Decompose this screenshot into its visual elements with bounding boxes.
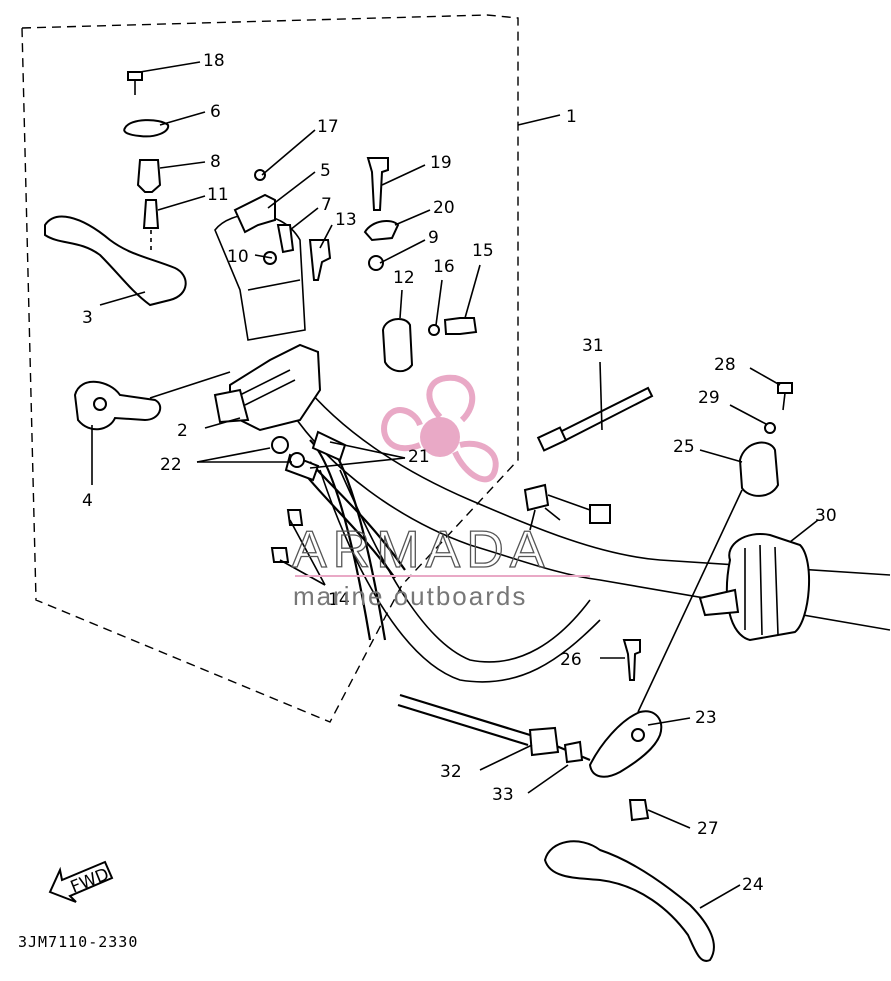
washer (764, 422, 776, 434)
fwd-arrow-label: FWD (68, 864, 112, 897)
label-2: 2 (177, 421, 188, 441)
label-33: 33 (492, 785, 514, 805)
switch-connector (523, 483, 611, 531)
label-31: 31 (582, 336, 604, 356)
label-29: 29 (698, 388, 720, 408)
label-18: 18 (203, 51, 225, 71)
label-21: 21 (408, 447, 430, 467)
switch-housing (698, 533, 810, 642)
part-labels: 18 6 8 11 17 5 7 10 13 19 20 9 12 16 15 … (82, 51, 837, 895)
label-25: 25 (673, 437, 695, 457)
leader-lines (91, 61, 819, 909)
label-6: 6 (210, 102, 221, 122)
clamp (738, 441, 780, 497)
brake-hose (284, 430, 406, 641)
label-23: 23 (695, 708, 717, 728)
label-8: 8 (210, 152, 221, 172)
label-27: 27 (697, 819, 719, 839)
lever-holder (73, 380, 162, 431)
clutch-cable (399, 693, 591, 762)
locknut-33 (563, 740, 584, 764)
label-24: 24 (742, 875, 764, 895)
bolt-26 (622, 639, 641, 681)
bracket-5 (233, 193, 276, 234)
label-5: 5 (320, 161, 331, 181)
label-14: 14 (328, 590, 350, 610)
diagram-code: 3JM7110-2330 (18, 933, 138, 951)
label-16: 16 (433, 257, 455, 277)
label-15: 15 (472, 241, 494, 261)
circlip-17 (254, 169, 266, 181)
label-7: 7 (321, 195, 332, 215)
cable-tie (536, 386, 654, 452)
label-1: 1 (566, 107, 577, 127)
assembly-outline (21, 14, 519, 723)
fwd-arrow: FWD (48, 860, 114, 903)
washer-16 (428, 324, 440, 336)
bolt-15 (443, 317, 478, 335)
piston (136, 159, 162, 193)
spring (142, 199, 160, 229)
label-4: 4 (82, 491, 93, 511)
pin-7 (276, 224, 295, 254)
switch-12 (381, 318, 414, 373)
label-9: 9 (428, 228, 439, 248)
label-13: 13 (335, 210, 357, 230)
cap-plate (123, 119, 170, 138)
master-cylinder (213, 343, 322, 432)
screw (777, 382, 793, 411)
label-11: 11 (207, 185, 229, 205)
clutch-lever (543, 840, 715, 962)
clip-20 (363, 219, 400, 242)
union-bolt (271, 436, 305, 468)
label-30: 30 (815, 506, 837, 526)
watermark-propeller-logo (381, 374, 499, 483)
bolt-13 (308, 239, 332, 281)
hose-clamp (270, 509, 304, 563)
screw-18 (127, 71, 143, 95)
adjuster-32 (528, 726, 560, 757)
label-10: 10 (227, 247, 249, 267)
watermark-brand: ARMADA (292, 521, 550, 579)
nut-27 (628, 799, 650, 822)
label-32: 32 (440, 762, 462, 782)
label-3: 3 (82, 308, 93, 328)
nut-9 (368, 255, 384, 271)
label-20: 20 (433, 198, 455, 218)
watermark-tagline: marine outboards (293, 581, 527, 611)
label-19: 19 (430, 153, 452, 173)
brake-lever-upper (44, 215, 187, 307)
label-17: 17 (317, 117, 339, 137)
label-28: 28 (714, 355, 736, 375)
label-12: 12 (393, 268, 415, 288)
handlebar (289, 379, 891, 683)
lever-holder-23 (588, 710, 663, 778)
bolt-19 (366, 157, 389, 211)
label-22: 22 (160, 455, 182, 475)
label-26: 26 (560, 650, 582, 670)
